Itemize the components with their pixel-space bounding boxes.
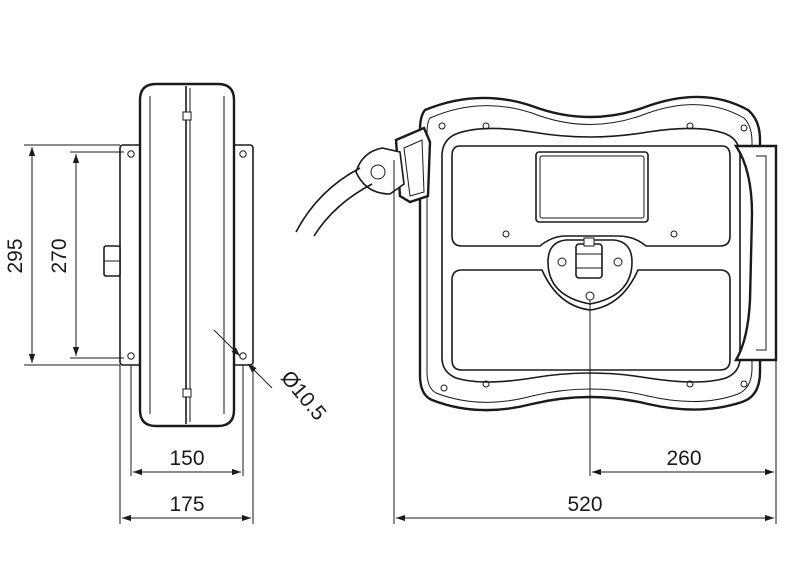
bracket-hole-bl (127, 352, 135, 360)
front-view (295, 95, 778, 412)
dim-175-label: 175 (169, 493, 204, 516)
dim-hole-label: Ø10.5 (276, 366, 330, 425)
drum-housing (138, 82, 236, 428)
dim-hole-leader (213, 329, 241, 357)
dimension-lines (24, 144, 777, 524)
bracket-hole-tl (127, 150, 135, 158)
bracket-hole-tr (239, 150, 247, 158)
label-window (535, 151, 649, 223)
side-view (103, 82, 254, 428)
hose-icon (295, 167, 361, 233)
swivel-fitting-icon (575, 237, 603, 279)
dim-520-label: 520 (567, 493, 602, 516)
dim-150-label: 150 (169, 447, 204, 470)
upper-panel (451, 145, 731, 247)
dim-270-label: 270 (48, 238, 71, 273)
dim-260-label: 260 (666, 447, 701, 470)
dim-295-label: 295 (4, 238, 27, 273)
housing-inner (441, 127, 741, 383)
hose-nozzle-icon (355, 147, 405, 195)
